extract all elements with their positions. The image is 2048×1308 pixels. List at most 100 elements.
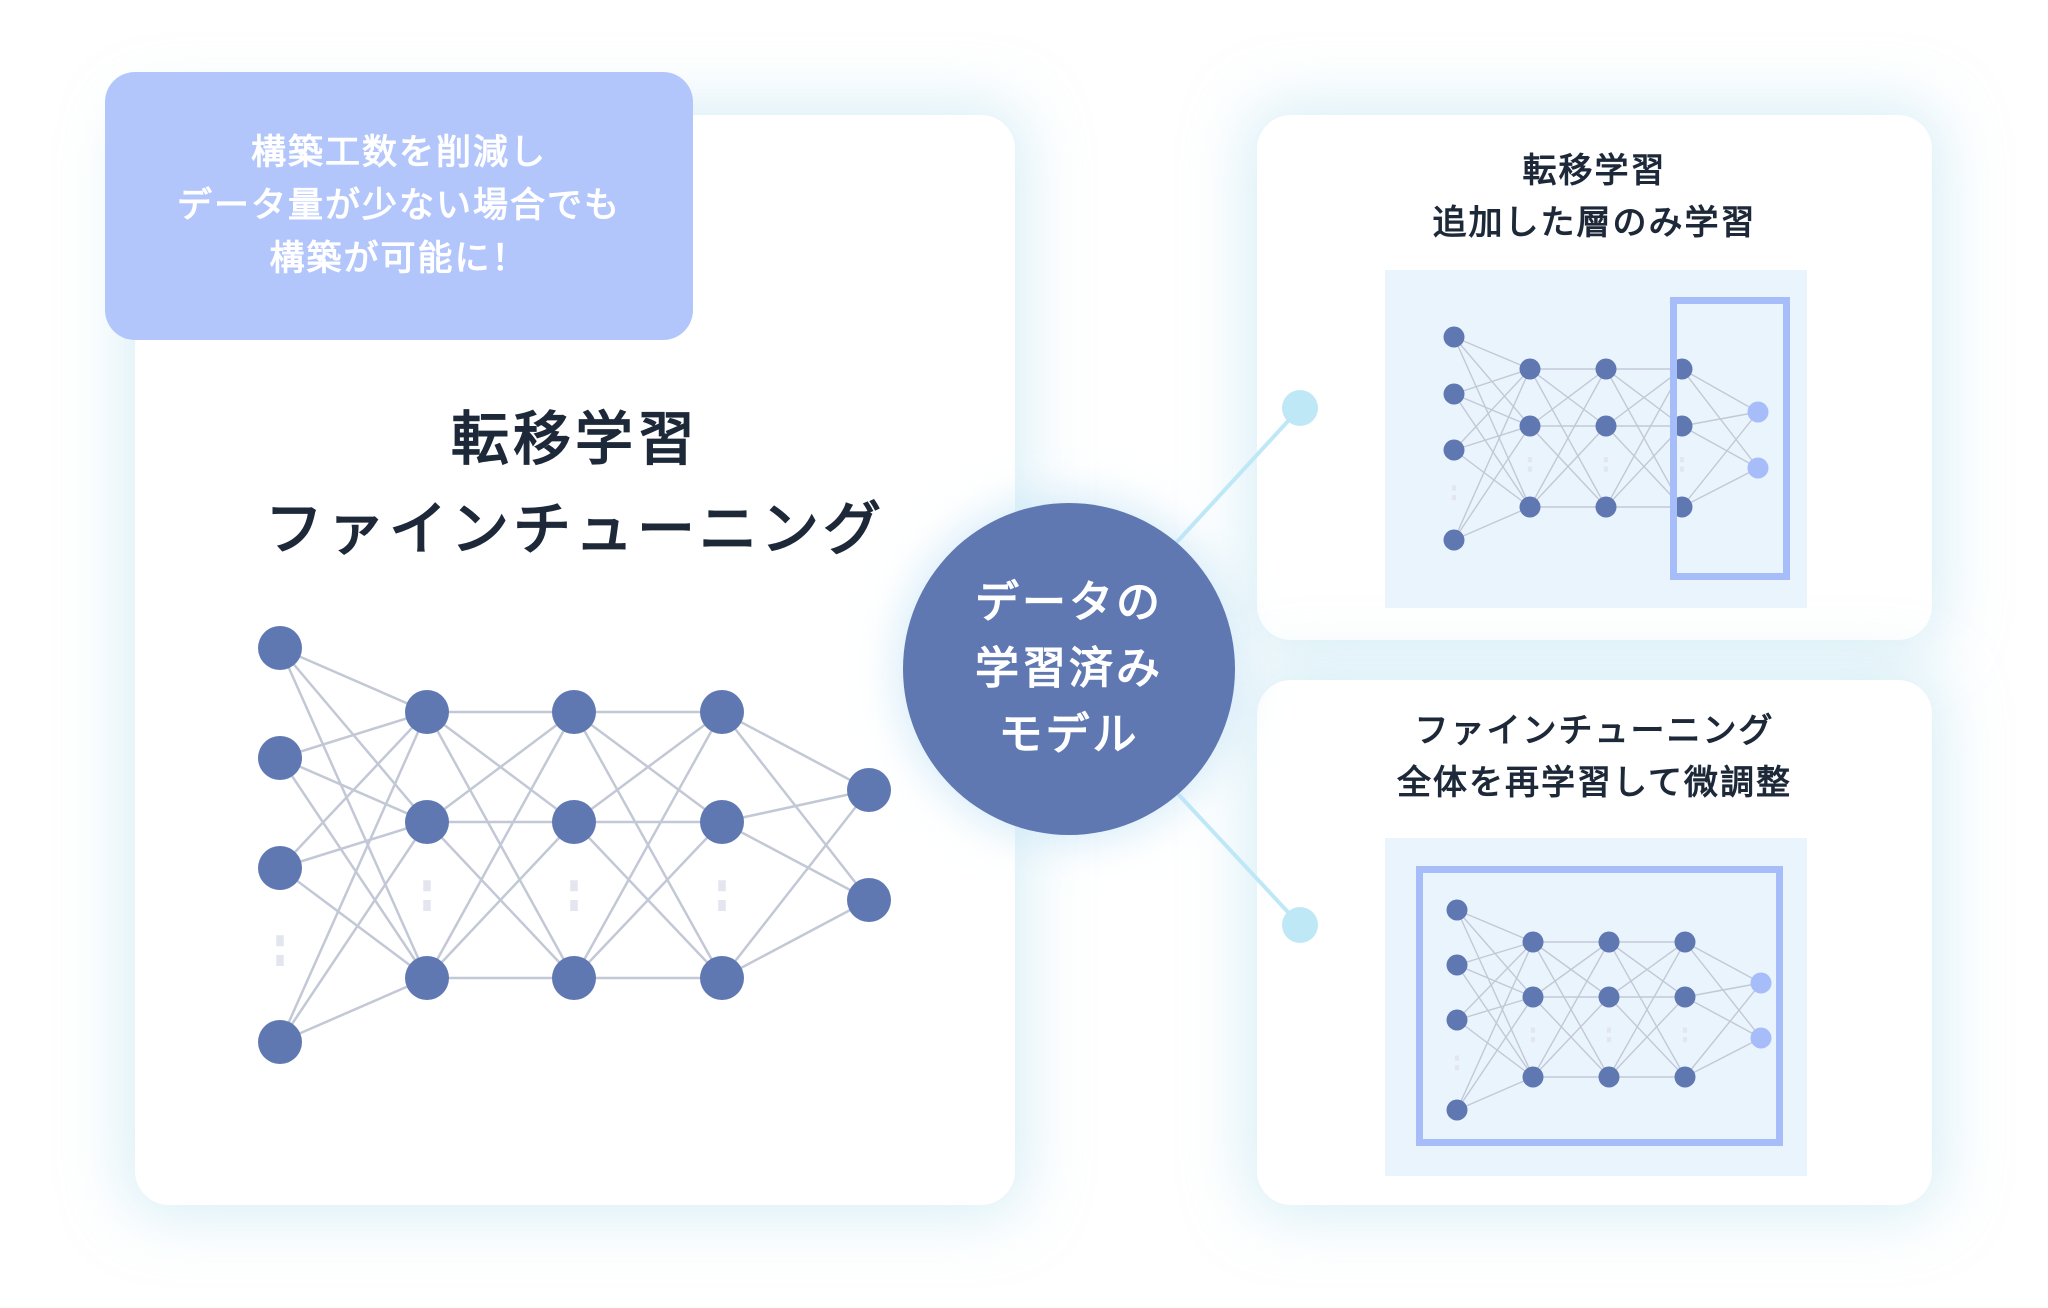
transfer-network-edge bbox=[1681, 411, 1759, 508]
main-network-node bbox=[258, 846, 302, 890]
finetune-network-node bbox=[1674, 1066, 1696, 1088]
transfer-network-edge bbox=[1605, 368, 1683, 427]
callout-line-2: データ量が少ない場合でも bbox=[176, 185, 621, 226]
finetune-network-node bbox=[1522, 1066, 1544, 1088]
finetune-network-edge bbox=[1456, 996, 1534, 1111]
transfer-network-edge bbox=[1681, 368, 1759, 413]
transfer-network-edge bbox=[1529, 368, 1607, 508]
main-network-node bbox=[552, 690, 596, 734]
finetune-network-node bbox=[1598, 986, 1620, 1008]
finetune-network-edge bbox=[1684, 996, 1762, 1039]
transfer-network-node bbox=[1595, 415, 1617, 437]
transfer-network-edge bbox=[1681, 411, 1759, 427]
transfer-learning-subheading: 追加した層のみ学習 bbox=[1432, 203, 1757, 243]
main-network-edge bbox=[425, 711, 576, 979]
finetune-network-edge bbox=[1532, 941, 1610, 998]
finetune-whole-network-highlight bbox=[1416, 866, 1783, 1146]
transfer-learning-heading: 転移学習 bbox=[1522, 151, 1667, 191]
finetune-network-output-node bbox=[1750, 1027, 1772, 1049]
transfer-network-edge bbox=[1453, 506, 1531, 541]
main-network-node bbox=[405, 690, 449, 734]
main-network-output-node bbox=[847, 878, 891, 922]
main-network-node bbox=[700, 956, 744, 1000]
main-network-edge bbox=[278, 821, 429, 1043]
finetune-network-node bbox=[1522, 986, 1544, 1008]
transfer-learning-title: 転移学習 追加した層のみ学習 bbox=[1257, 145, 1932, 249]
main-network-edge bbox=[278, 711, 429, 1043]
pretrained-model-node: データの 学習済み モデル bbox=[903, 503, 1235, 835]
main-title-transfer-learning: 転移学習 bbox=[450, 405, 699, 473]
connector-dot-finetune bbox=[1282, 907, 1318, 943]
finetune-network-edge bbox=[1456, 909, 1534, 1078]
main-network-edge bbox=[279, 820, 428, 870]
main-network-output-node bbox=[847, 768, 891, 812]
main-network-edge bbox=[721, 789, 870, 979]
transfer-network-edge bbox=[1453, 425, 1531, 541]
transfer-network-edge bbox=[1681, 425, 1759, 469]
finetune-network-node bbox=[1598, 1066, 1620, 1088]
transfer-network-edge bbox=[1605, 425, 1683, 508]
main-network-edge bbox=[572, 711, 724, 979]
main-network-node bbox=[552, 956, 596, 1000]
transfer-network-output-node bbox=[1747, 457, 1769, 479]
finetune-network-node bbox=[1446, 954, 1468, 976]
main-network-node bbox=[700, 800, 744, 844]
main-network-edge bbox=[279, 646, 428, 714]
finetune-network-edge bbox=[1456, 1019, 1534, 1078]
fine-tuning-title: ファインチューニング 全体を再学習して微調整 bbox=[1257, 705, 1932, 809]
finetune-network-node bbox=[1674, 986, 1696, 1008]
benefit-callout: 構築工数を削減し データ量が少ない場合でも 構築が可能に！ bbox=[105, 72, 693, 340]
transfer-network-edge bbox=[1453, 368, 1531, 451]
finetune-network-node bbox=[1446, 1099, 1468, 1121]
finetune-network-edge bbox=[1456, 909, 1534, 943]
main-network-edge bbox=[721, 898, 870, 980]
main-network-edge bbox=[279, 866, 428, 980]
transfer-network-edge bbox=[1453, 336, 1531, 508]
transfer-network-edge bbox=[1605, 368, 1683, 508]
finetune-network-edge bbox=[1456, 1076, 1534, 1111]
main-network-node bbox=[258, 1020, 302, 1064]
finetune-network-node bbox=[1674, 931, 1696, 953]
main-network-edge bbox=[278, 757, 429, 979]
transfer-network-edge bbox=[1453, 449, 1531, 508]
callout-line-1: 構築工数を削減し bbox=[250, 132, 547, 173]
transfer-network-node bbox=[1443, 383, 1465, 405]
finetune-network-edge bbox=[1532, 996, 1610, 1078]
main-network-node bbox=[258, 626, 302, 670]
main-network-node bbox=[405, 956, 449, 1000]
finetune-network-edge bbox=[1608, 941, 1686, 1078]
main-title-fine-tuning: ファインチューニング bbox=[264, 495, 885, 563]
pretrained-model-line-2: 学習済み bbox=[975, 643, 1163, 694]
callout-line-3: 構築が可能に！ bbox=[269, 238, 529, 279]
finetune-network-edge bbox=[1456, 941, 1534, 1111]
finetune-network-edge bbox=[1684, 941, 1762, 984]
transfer-network-edge bbox=[1681, 467, 1759, 508]
transfer-network-node bbox=[1519, 358, 1541, 380]
finetune-network-edge bbox=[1532, 941, 1610, 1078]
transfer-network-edge bbox=[1453, 425, 1531, 451]
finetune-network-node bbox=[1446, 1009, 1468, 1031]
connector-to-transfer bbox=[1163, 406, 1302, 557]
main-network-edge bbox=[573, 821, 723, 979]
transfer-network-output-node bbox=[1747, 401, 1769, 423]
main-network-edge bbox=[279, 710, 428, 760]
fine-tuning-subheading: 全体を再学習して微調整 bbox=[1397, 763, 1792, 803]
pretrained-model-line-1: データの bbox=[975, 577, 1163, 628]
connector-dot-transfer bbox=[1282, 390, 1318, 426]
finetune-network-output-node bbox=[1750, 972, 1772, 994]
connector-to-finetune bbox=[1163, 778, 1302, 927]
main-network-node bbox=[552, 800, 596, 844]
main-network-edge bbox=[721, 820, 870, 902]
main-network-edge bbox=[278, 647, 429, 979]
transfer-network-node bbox=[1443, 529, 1465, 551]
finetune-network-edge bbox=[1684, 982, 1762, 1078]
finetune-network-edge bbox=[1684, 982, 1762, 998]
transfer-network-node bbox=[1443, 326, 1465, 348]
main-network-edge bbox=[426, 821, 575, 979]
transfer-network-node bbox=[1595, 496, 1617, 518]
transfer-network-edge bbox=[1453, 368, 1531, 395]
transfer-network-edge bbox=[1453, 336, 1531, 370]
transfer-network-edge bbox=[1453, 393, 1531, 508]
